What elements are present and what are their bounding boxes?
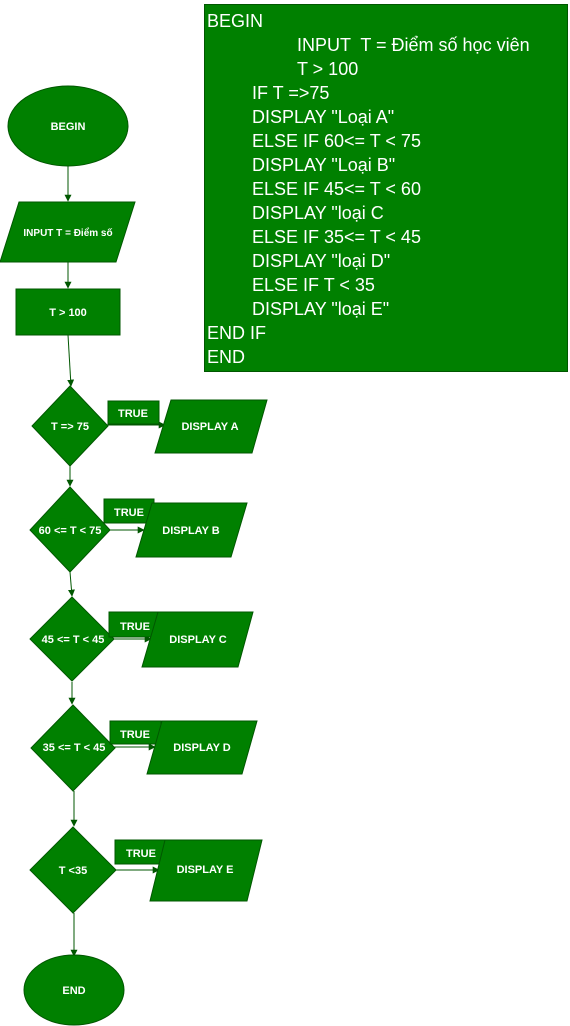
- decision-4-label: 35 <= T < 45: [43, 742, 106, 754]
- end-node: END: [23, 954, 125, 1026]
- decision-5: T <35: [29, 826, 117, 914]
- decision-2: 60 <= T < 75: [29, 486, 111, 573]
- output-display-b: DISPLAY B: [135, 502, 248, 558]
- decision-1: T => 75: [31, 385, 109, 467]
- output-display-d-label: DISPLAY D: [173, 742, 231, 754]
- true-label-1: TRUE: [107, 400, 160, 425]
- true-label-5: TRUE: [114, 839, 168, 865]
- pseudocode-line: DISPLAY "Loại A": [252, 107, 395, 127]
- true-label-2: TRUE: [103, 498, 155, 524]
- true-label-4-text: TRUE: [120, 729, 150, 741]
- pseudocode-panel: BEGIN INPUT T = Điểm số học viên T > 100…: [204, 4, 568, 372]
- pseudocode-line: INPUT T = Điểm số học viên: [297, 35, 530, 55]
- output-display-d: DISPLAY D: [146, 720, 258, 775]
- pseudocode-line: DISPLAY "Loại B": [252, 155, 396, 175]
- pseudocode-line: T > 100: [297, 59, 359, 79]
- decision-1-label: T => 75: [51, 421, 89, 433]
- input-node: INPUT T = Điểm số: [0, 201, 136, 263]
- pseudocode-line: ELSE IF 35<= T < 45: [252, 227, 421, 247]
- true-label-3-text: TRUE: [120, 621, 150, 633]
- true-label-5-text: TRUE: [126, 848, 156, 860]
- decision-5-label: T <35: [59, 865, 87, 877]
- decision-3-label: 45 <= T < 45: [42, 634, 105, 646]
- true-label-4: TRUE: [109, 720, 162, 745]
- pseudocode-line: ELSE IF 45<= T < 60: [252, 179, 421, 199]
- connector-decision-2-3: [67, 571, 75, 597]
- decision-4: 35 <= T < 45: [30, 704, 116, 792]
- pseudocode-line: DISPLAY "loại D": [252, 251, 391, 271]
- output-display-a-label: DISPLAY A: [181, 421, 238, 433]
- end-label: END: [62, 985, 85, 997]
- pseudocode-line: IF T =>75: [252, 83, 330, 103]
- guard-label: T > 100: [49, 307, 87, 319]
- begin-label: BEGIN: [51, 121, 86, 133]
- output-display-c: DISPLAY C: [141, 611, 254, 668]
- decision-2-label: 60 <= T < 75: [39, 525, 102, 537]
- true-label-1-text: TRUE: [118, 408, 148, 420]
- output-display-c-label: DISPLAY C: [169, 634, 227, 646]
- pseudocode-line: ELSE IF T < 35: [252, 275, 375, 295]
- connector-guard-decision-1: [67, 334, 75, 387]
- output-display-a: DISPLAY A: [154, 399, 268, 454]
- output-display-e-label: DISPLAY E: [177, 864, 234, 876]
- true-label-2-text: TRUE: [114, 507, 144, 519]
- pseudocode-line: ELSE IF 60<= T < 75: [252, 131, 421, 151]
- begin-node: BEGIN: [7, 85, 129, 167]
- decision-3: 45 <= T < 45: [29, 596, 115, 682]
- guard-node: T > 100: [15, 288, 121, 336]
- output-display-b-label: DISPLAY B: [162, 525, 220, 537]
- input-label: INPUT T = Điểm số: [23, 227, 112, 239]
- pseudocode-line: END IF: [207, 323, 267, 343]
- true-label-3: TRUE: [108, 611, 162, 638]
- output-display-e: DISPLAY E: [149, 839, 263, 902]
- pseudocode-line: DISPLAY "loại E": [252, 299, 390, 319]
- pseudocode-line: BEGIN: [207, 11, 264, 31]
- pseudocode-line: DISPLAY "loại C: [252, 203, 384, 223]
- pseudocode-line: END: [207, 347, 246, 367]
